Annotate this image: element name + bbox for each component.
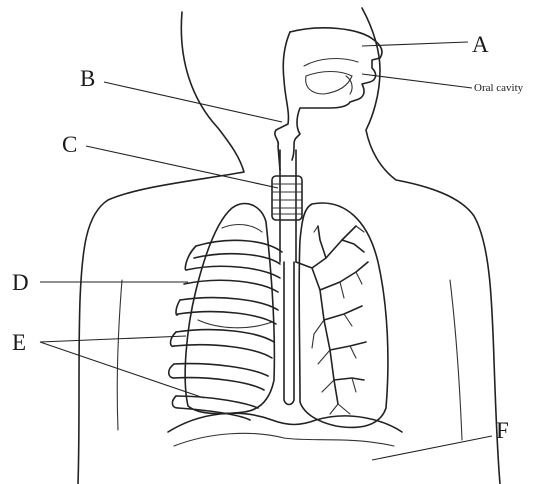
label-b: B	[80, 66, 95, 91]
trachea	[272, 150, 302, 262]
label-c: C	[62, 132, 77, 157]
bronchial-tree-lung	[296, 203, 388, 427]
leader-lines	[40, 42, 492, 460]
diaphragm	[168, 413, 402, 432]
leader-e2	[40, 342, 204, 398]
label-e: E	[12, 330, 26, 355]
torso-outline	[78, 8, 500, 484]
lung-with-ribs	[169, 204, 282, 420]
label-d: D	[12, 270, 29, 295]
leader-f	[372, 436, 492, 460]
leader-e1	[40, 336, 186, 342]
sternum	[284, 262, 294, 405]
label-f: F	[496, 418, 509, 443]
label-a: A	[472, 32, 489, 57]
label-oral-cavity: Oral cavity	[474, 82, 524, 94]
head-airway	[275, 28, 382, 170]
